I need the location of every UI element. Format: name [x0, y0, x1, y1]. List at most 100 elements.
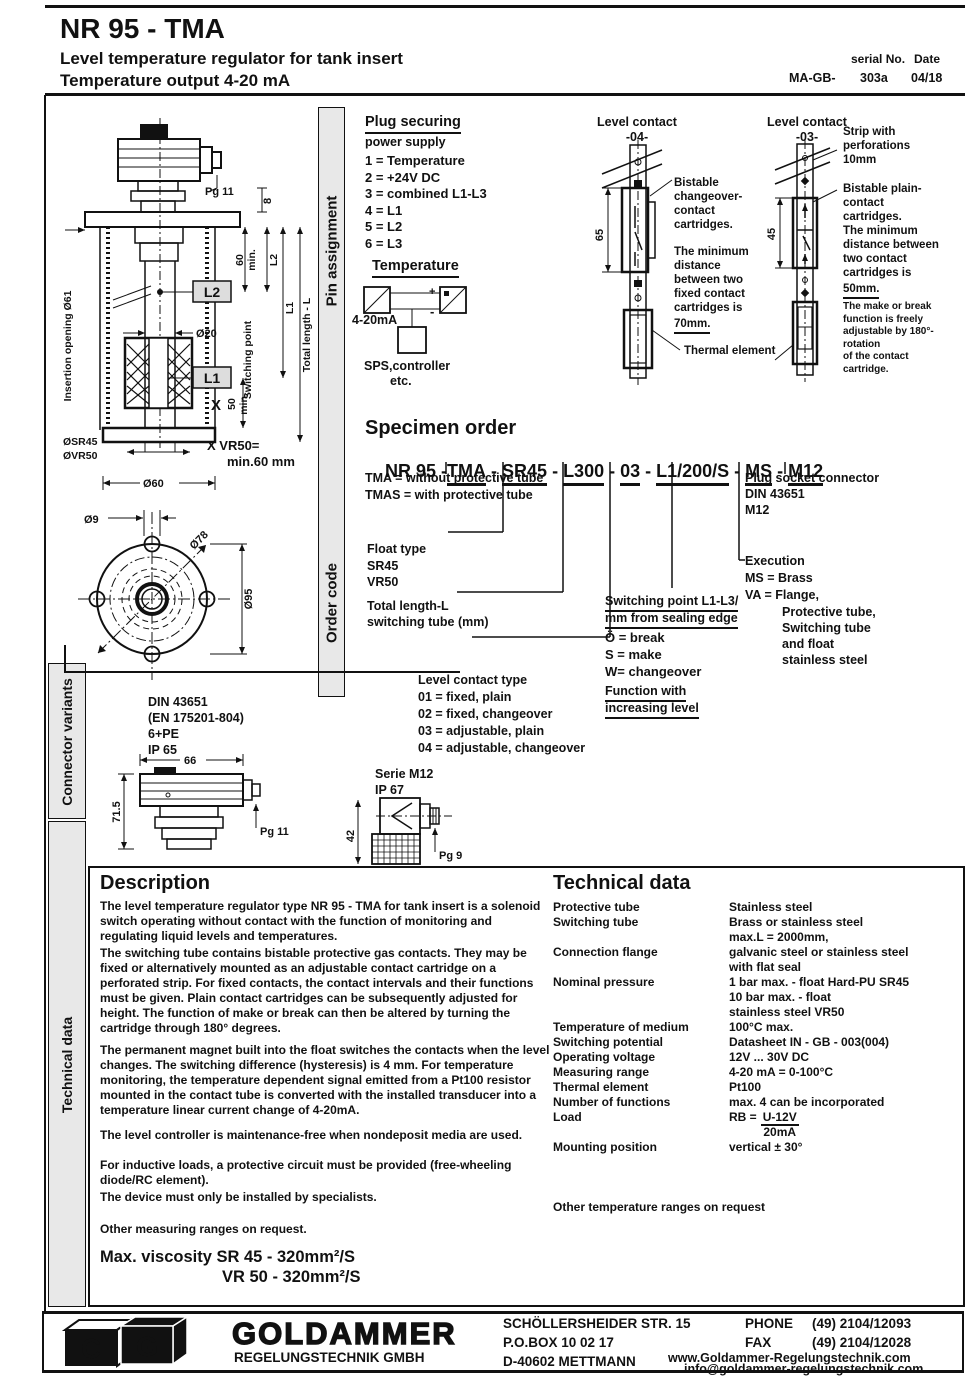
tree-plug-socket: Plug socket connector DIN 43651 M12	[745, 471, 880, 517]
description-p6: The device must only be installed by spe…	[100, 1190, 377, 1204]
lc03-note1: Bistable plain- contact cartridges. The …	[843, 183, 939, 279]
dia-60: Ø60	[143, 478, 164, 490]
tech-footnote: Other temperature ranges on request	[553, 1200, 766, 1214]
code-sep: -	[640, 461, 657, 481]
serial-value: 303a	[860, 71, 888, 85]
dim-l1: L1	[284, 302, 296, 314]
viscosity-1: Max. viscosity SR 45 - 320mm²/S	[100, 1248, 355, 1266]
tree-float-options: SR45 VR50	[367, 559, 399, 589]
m12-pg9: Pg 9	[439, 850, 462, 862]
pin-3: 3 = combined L1-L3	[365, 186, 487, 201]
dia-sr45: ØSR45	[63, 436, 98, 448]
pin-6: 6 = L3	[365, 235, 403, 251]
din-dim-715: 71.5	[111, 801, 123, 822]
description-p5: For inductive loads, a protective circui…	[100, 1158, 512, 1187]
tree-lct-04: 04 = adjustable, changeover	[418, 741, 586, 755]
lc04-code: -04-	[625, 130, 649, 144]
lc03-note1-dim: 50mm.	[843, 282, 880, 299]
footer-address-3: D-40602 METTMANN	[503, 1354, 636, 1369]
sps-label: SPS,controller	[364, 359, 451, 373]
connector-variants-strip: Connector variants	[48, 663, 86, 819]
code-part-switching: L1/200/S	[656, 461, 730, 486]
dim-50-min: min.	[238, 393, 250, 415]
lc03-note2: The make or break function is freely adj…	[843, 301, 934, 375]
etc-label: etc.	[390, 374, 412, 388]
dia-78: Ø78	[188, 529, 211, 552]
tree-lct-title: Level contact type	[418, 673, 528, 687]
dim-50: 50	[226, 398, 238, 410]
lc04-note2-dim: 70mm.	[674, 317, 711, 334]
footer-address-2: P.O.BOX 10 02 17	[503, 1335, 614, 1350]
technical-data-strip: Technical data	[48, 821, 86, 1307]
signal-label: 4-20mA	[352, 313, 397, 327]
strip-technical-data: Technical data	[59, 1016, 75, 1114]
logo-letter-g: G	[136, 1331, 158, 1362]
pg11-label: Pg 11	[205, 186, 234, 198]
technical-data-title: Technical data	[553, 872, 691, 894]
strip-connector-variants: Connector variants	[59, 678, 75, 806]
dim-l2: L2	[268, 254, 280, 266]
tree-lct-02: 02 = fixed, changeover	[418, 707, 553, 721]
divider-stub	[64, 645, 66, 673]
specimen-order-title: Specimen order	[365, 417, 517, 439]
din-connector-drawing: 66 71.5 Pg 11	[111, 754, 289, 850]
lc04-drawing: 65	[594, 140, 681, 385]
pin-4: 4 = L1	[365, 202, 403, 218]
lc04-dim65: 65	[594, 229, 606, 241]
dim-60min-a: 60	[234, 254, 246, 266]
strip-order-code: Order code	[323, 562, 340, 644]
pin-5: 5 = L2	[365, 219, 403, 234]
lc03-code: -03-	[795, 130, 819, 144]
x-vr50: X VR50=	[207, 438, 260, 453]
tree-sp-opt-3: W= changeover	[605, 664, 702, 679]
tree-fn-1: Function with	[605, 683, 687, 702]
din-pg11: Pg 11	[260, 826, 289, 838]
lc03-drawing: 45	[766, 140, 838, 382]
footer-email: info@goldammer-regelungstechnik.com	[684, 1362, 924, 1376]
dim-8: 8	[262, 198, 274, 204]
footer-phone-value: (49) 2104/12093	[812, 1316, 912, 1331]
lc03-dim45: 45	[766, 228, 778, 240]
total-length-label: Total length - L	[301, 297, 313, 372]
tree-sp-opt-2: S = make	[605, 647, 662, 662]
order-tree-lines	[445, 462, 786, 638]
code-sep: -	[729, 461, 746, 481]
tree-exec-va: VA = Flange,	[745, 588, 819, 602]
tree-float-title: Float type	[367, 542, 427, 556]
tree-total-length: Total length-L switching tube (mm)	[367, 599, 489, 629]
tree-sp-opt-1: Ö = break	[605, 630, 665, 645]
footer	[42, 1311, 964, 1373]
m12-connector-drawing: 42 Pg 9	[345, 797, 462, 868]
thermal-element-label: Thermal element	[684, 345, 776, 357]
company-logo: C G	[61, 1315, 190, 1368]
footer-fax-value: (49) 2104/12028	[812, 1335, 912, 1350]
flange-drawing: Ø9 Ø78 Ø95	[78, 510, 255, 680]
code-sep: -	[547, 461, 564, 481]
tree-lct-01: 01 = fixed, plain	[418, 690, 512, 704]
code-part-prefix: NR 95 -	[385, 461, 448, 481]
lc04-note2: The minimum distance between two fixed c…	[674, 246, 749, 314]
description-p2: The switching tube contains bistable pro…	[100, 946, 534, 1035]
min60mm: min.60 mm	[227, 454, 295, 469]
lc03-title: Level contact	[767, 115, 847, 129]
serial-prefix: MA-GB-	[789, 71, 836, 85]
code-part-float: SR45	[502, 461, 548, 486]
left-margin-line	[44, 95, 46, 1311]
tree-sp-title2: mm from sealing edge	[605, 610, 738, 629]
temperature-title: Temperature	[372, 258, 459, 278]
dia-vr50: ØVR50	[63, 450, 98, 462]
code-part-tma: TMA	[447, 461, 487, 486]
header-rule	[45, 93, 965, 96]
serial-label: serial No.	[851, 52, 906, 66]
top-rule	[45, 5, 965, 8]
tree-fn-2: increasing level	[605, 700, 699, 719]
